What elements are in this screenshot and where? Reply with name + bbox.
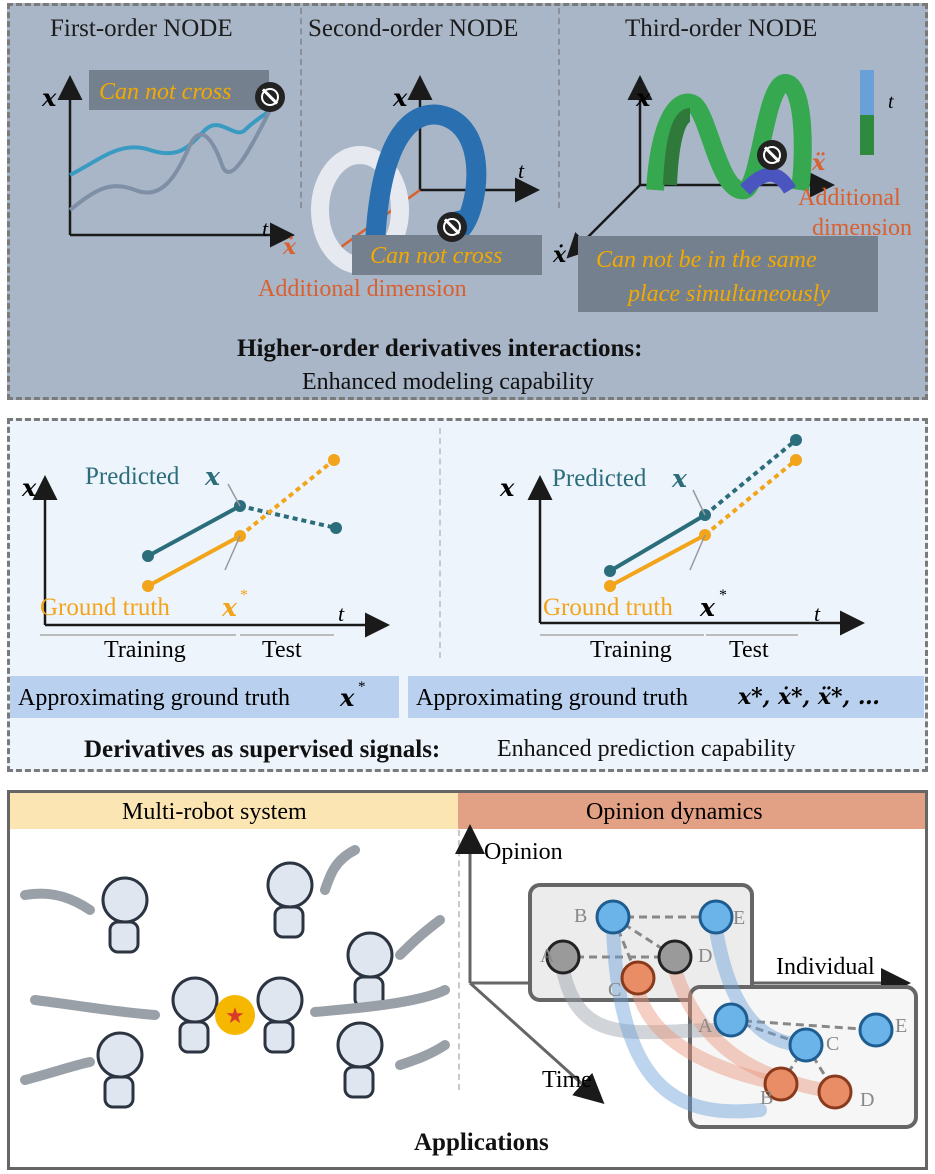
test-label-left: Test (262, 637, 302, 663)
test-brace-right (706, 628, 798, 636)
middle-divider (439, 428, 441, 658)
axis-xdot-label-3: ẋ (553, 242, 567, 268)
axis-x-label-3: x (636, 83, 651, 112)
test-brace-left (240, 628, 334, 636)
approx-banner-left (10, 676, 399, 718)
third-order-title: Third-order NODE (625, 15, 818, 42)
mid-axis-x-left: x (22, 473, 37, 502)
svg-text:★: ★ (225, 1003, 245, 1028)
axis-xdot-label-2: ẋ (283, 234, 297, 260)
axis-x-label-1: x (42, 83, 57, 112)
approx-terms-right: x*, ẋ*, ẍ*, … (738, 684, 880, 710)
ground-truth-star-left: * (240, 587, 248, 604)
middle-caption-bold: Derivatives as supervised signals: (84, 736, 441, 763)
same-place-line-1: Can not be in the same (596, 247, 817, 273)
opinion-dynamics-title: Opinion dynamics (586, 799, 763, 825)
predicted-x-right: x (672, 464, 687, 493)
cannot-cross-label-1: Can not cross (99, 79, 232, 105)
node-label-c-top: C (608, 979, 622, 1001)
cannot-cross-label-2: Can not cross (370, 243, 503, 269)
training-label-left: Training (104, 637, 186, 663)
node-label-c-bottom: C (826, 1033, 840, 1055)
approx-text-right: Approximating ground truth (416, 685, 688, 711)
mid-axis-x-right: x (500, 473, 515, 502)
axis-t-label-1: t (262, 216, 269, 241)
node-label-b-top: B (574, 905, 588, 927)
cannot-cross-box-2 (352, 235, 542, 275)
multi-robot-title: Multi-robot system (122, 799, 307, 825)
same-place-line-2: place simultaneously (628, 281, 830, 307)
additional-dimension-label-2: Additional dimension (258, 276, 467, 302)
top-caption-bold: Higher-order derivatives interactions: (237, 335, 643, 362)
node-label-b-bottom: B (760, 1087, 774, 1109)
left-prediction-chart (32, 454, 390, 638)
third-order-plot (566, 70, 874, 259)
approx-star-left: * (358, 679, 366, 695)
divider-1 (300, 8, 302, 208)
cannot-cross-box-1 (89, 70, 269, 110)
opinion-axis-label: Opinion (484, 839, 563, 865)
training-brace-left (40, 628, 236, 636)
node-label-a-top: A (540, 945, 555, 967)
training-brace-right (540, 628, 704, 636)
node-label-e-top: E (733, 907, 746, 929)
node-label-d-top: D (698, 945, 713, 967)
additional-label-3: Additional (798, 185, 901, 211)
top-caption-normal: Enhanced modeling capability (302, 369, 594, 395)
node-label-e-bottom: E (895, 1015, 908, 1037)
predicted-x-left: x (205, 462, 220, 491)
applications-caption: Applications (414, 1129, 549, 1156)
node-label-d-bottom: D (860, 1089, 875, 1111)
axis-xddot-label-3: ẍ (812, 150, 826, 176)
multi-robot-header (10, 793, 458, 829)
middle-caption-normal: Enhanced prediction capability (497, 736, 796, 762)
training-label-right: Training (590, 637, 672, 663)
no-entry-icon-3 (757, 140, 787, 170)
predicted-label-left: Predicted (85, 463, 180, 490)
predicted-label-right: Predicted (552, 465, 647, 492)
approx-x-left: x (340, 683, 355, 712)
mid-axis-t-left: t (338, 601, 345, 626)
axis-x-label-2: x (393, 83, 408, 112)
ground-truth-label-left: Ground truth (40, 594, 170, 621)
bottom-divider (458, 830, 460, 1090)
ground-truth-star-right: * (719, 587, 727, 604)
ground-truth-x-right: x (700, 593, 715, 622)
right-prediction-chart (527, 434, 865, 636)
individual-axis-label: Individual (776, 954, 875, 980)
node-label-a-bottom: A (698, 1015, 713, 1037)
axis-t-label-2: t (518, 158, 525, 183)
test-label-right: Test (729, 637, 769, 663)
approx-text-left: Approximating ground truth (18, 685, 290, 711)
first-order-title: First-order NODE (50, 15, 233, 42)
robot-swarm: ★ (20, 845, 450, 1109)
time-axis-label: Time (542, 1067, 592, 1093)
ground-truth-x-left: x (222, 593, 237, 622)
first-order-plot (57, 75, 295, 248)
divider-2 (558, 8, 560, 208)
ground-truth-label-right: Ground truth (543, 594, 673, 621)
no-entry-icon-2 (437, 212, 467, 242)
axis-t-label-3: t (888, 91, 894, 113)
approx-banner-right (408, 676, 924, 718)
no-entry-icon-1 (255, 82, 285, 112)
mid-axis-t-right: t (814, 601, 821, 626)
same-place-box (578, 236, 878, 312)
second-order-title: Second-order NODE (308, 15, 519, 42)
opinion-diagram (455, 824, 918, 1129)
opinion-header (458, 793, 925, 829)
